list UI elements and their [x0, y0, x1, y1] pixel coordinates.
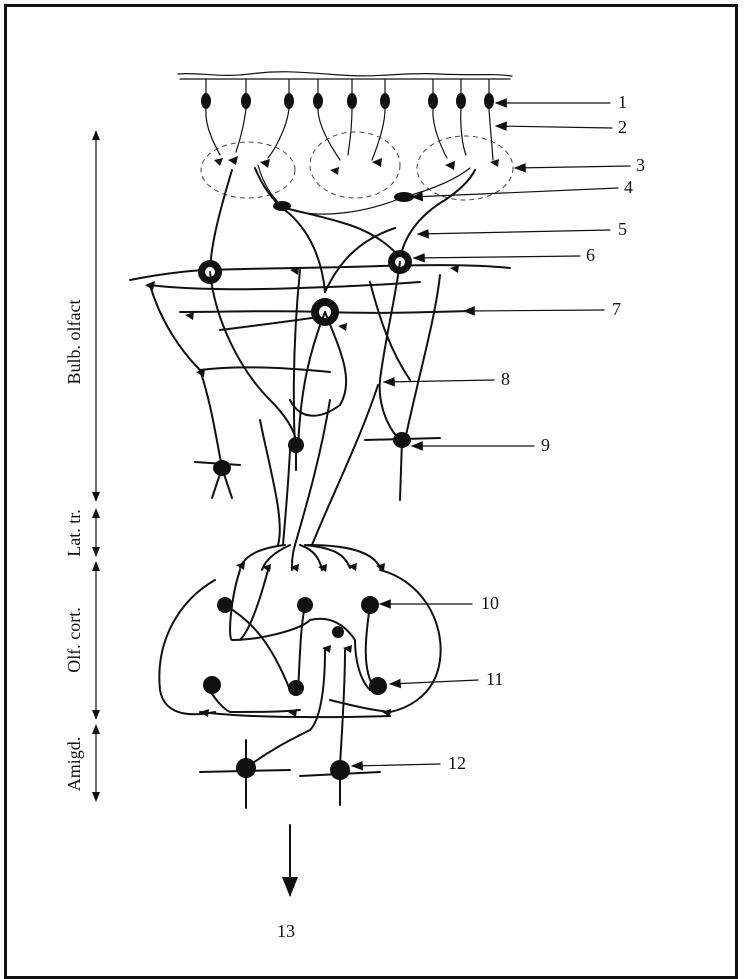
label-6: 6 — [586, 245, 595, 265]
receptor-cells — [201, 80, 494, 109]
label-8: 8 — [501, 369, 510, 389]
label-1: 1 — [618, 92, 627, 112]
glomerulus-1 — [201, 142, 295, 198]
label-10: 10 — [481, 593, 499, 613]
region-amygdala-label: Amigd. — [64, 737, 84, 792]
label-9: 9 — [541, 435, 550, 455]
region-brackets — [92, 130, 100, 802]
cortex-cells — [200, 562, 391, 717]
cortex-circuits — [159, 570, 440, 717]
cortex-fan — [240, 545, 380, 570]
label-12: 12 — [448, 753, 466, 773]
deep-cells — [195, 432, 440, 500]
amygdala-cells — [200, 740, 380, 808]
glomerulus-3 — [417, 136, 513, 200]
epithelium-surface — [178, 72, 512, 76]
label-4: 4 — [624, 177, 633, 197]
label-5: 5 — [618, 219, 627, 239]
glomerulus-2 — [310, 132, 400, 198]
leader-lines — [352, 103, 630, 766]
region-bulb-label: Bulb. olfact — [64, 300, 84, 385]
region-lat-tract-label: Lat. tr. — [64, 509, 84, 557]
tufted-cells — [258, 165, 470, 214]
label-11: 11 — [486, 669, 503, 689]
label-13: 13 — [277, 921, 295, 941]
region-cortex-label: Olf. cort. — [64, 607, 84, 672]
amygdala-projections — [246, 650, 345, 768]
receptor-axons — [206, 109, 493, 160]
label-2: 2 — [618, 117, 627, 137]
label-7: 7 — [612, 299, 621, 319]
label-3: 3 — [636, 155, 645, 175]
